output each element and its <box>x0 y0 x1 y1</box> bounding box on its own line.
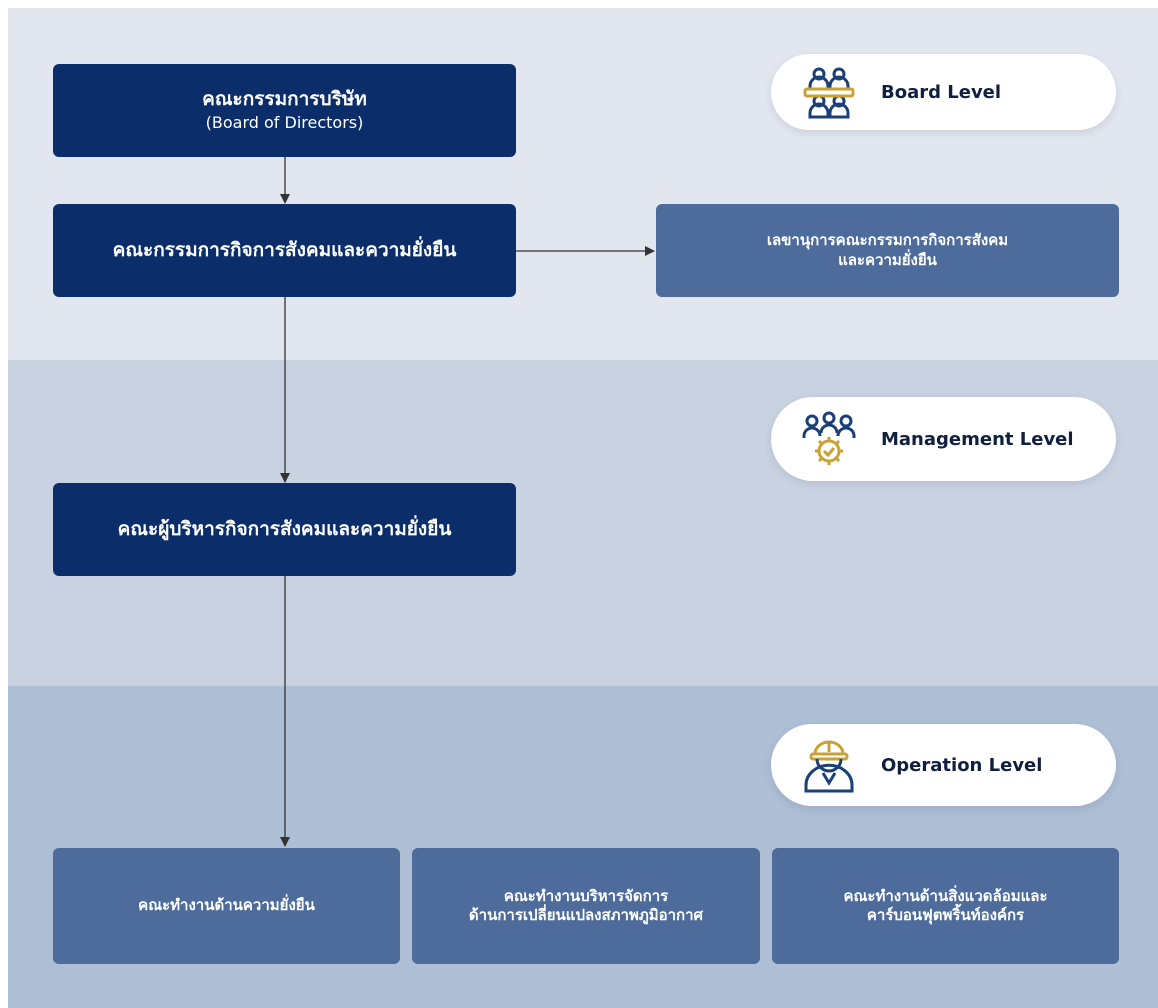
management-level-pill: Management Level <box>771 397 1116 481</box>
board-level-pill: Board Level <box>771 54 1116 130</box>
board-of-directors-box: คณะกรรมการบริษัท (Board of Directors) <box>53 64 516 157</box>
board-level-label: Board Level <box>881 81 1002 103</box>
committee-secretary-line1: เลขานุการคณะกรรมการกิจการสังคม <box>766 231 1009 249</box>
social-sustainability-committee-title: คณะกรรมการกิจการสังคมและความยั่งยืน <box>112 239 457 262</box>
climate-change-working-group-line2: ด้านการเปลี่ยนแปลงสภาพภูมิอากาศ <box>468 906 704 924</box>
social-sustainability-committee-box: คณะกรรมการกิจการสังคมและความยั่งยืน <box>53 204 516 297</box>
committee-secretary-line2: และความยั่งยืน <box>838 250 937 269</box>
climate-change-working-group-line1: คณะทำงานบริหารจัดการ <box>503 886 669 905</box>
environment-carbon-working-group-box: คณะทำงานด้านสิ่งแวดล้อมและ คาร์บอนฟุตพริ… <box>772 848 1119 964</box>
environment-carbon-working-group-line2: คาร์บอนฟุตพริ้นท์องค์กร <box>866 906 1025 924</box>
operation-level-pill: Operation Level <box>771 724 1116 806</box>
board-of-directors-subtitle: (Board of Directors) <box>205 113 364 133</box>
committee-secretary-box: เลขานุการคณะกรรมการกิจการสังคม และความยั… <box>656 204 1119 297</box>
board-meeting-icon <box>803 67 855 119</box>
sustainability-working-group-title: คณะทำงานด้านความยั่งยืน <box>138 896 315 915</box>
sustainability-working-group-box: คณะทำงานด้านความยั่งยืน <box>53 848 400 964</box>
board-of-directors-title: คณะกรรมการบริษัท <box>202 87 367 110</box>
executive-committee-box: คณะผู้บริหารกิจการสังคมและความยั่งยืน <box>53 483 516 576</box>
environment-carbon-working-group-line1: คณะทำงานด้านสิ่งแวดล้อมและ <box>843 886 1048 905</box>
worker-helmet-icon <box>804 740 854 793</box>
executive-committee-title: คณะผู้บริหารกิจการสังคมและความยั่งยืน <box>117 518 452 541</box>
team-gear-icon <box>802 411 856 465</box>
operation-level-label: Operation Level <box>881 754 1043 776</box>
climate-change-working-group-box: คณะทำงานบริหารจัดการ ด้านการเปลี่ยนแปลงส… <box>412 848 760 964</box>
management-level-label: Management Level <box>881 428 1074 450</box>
